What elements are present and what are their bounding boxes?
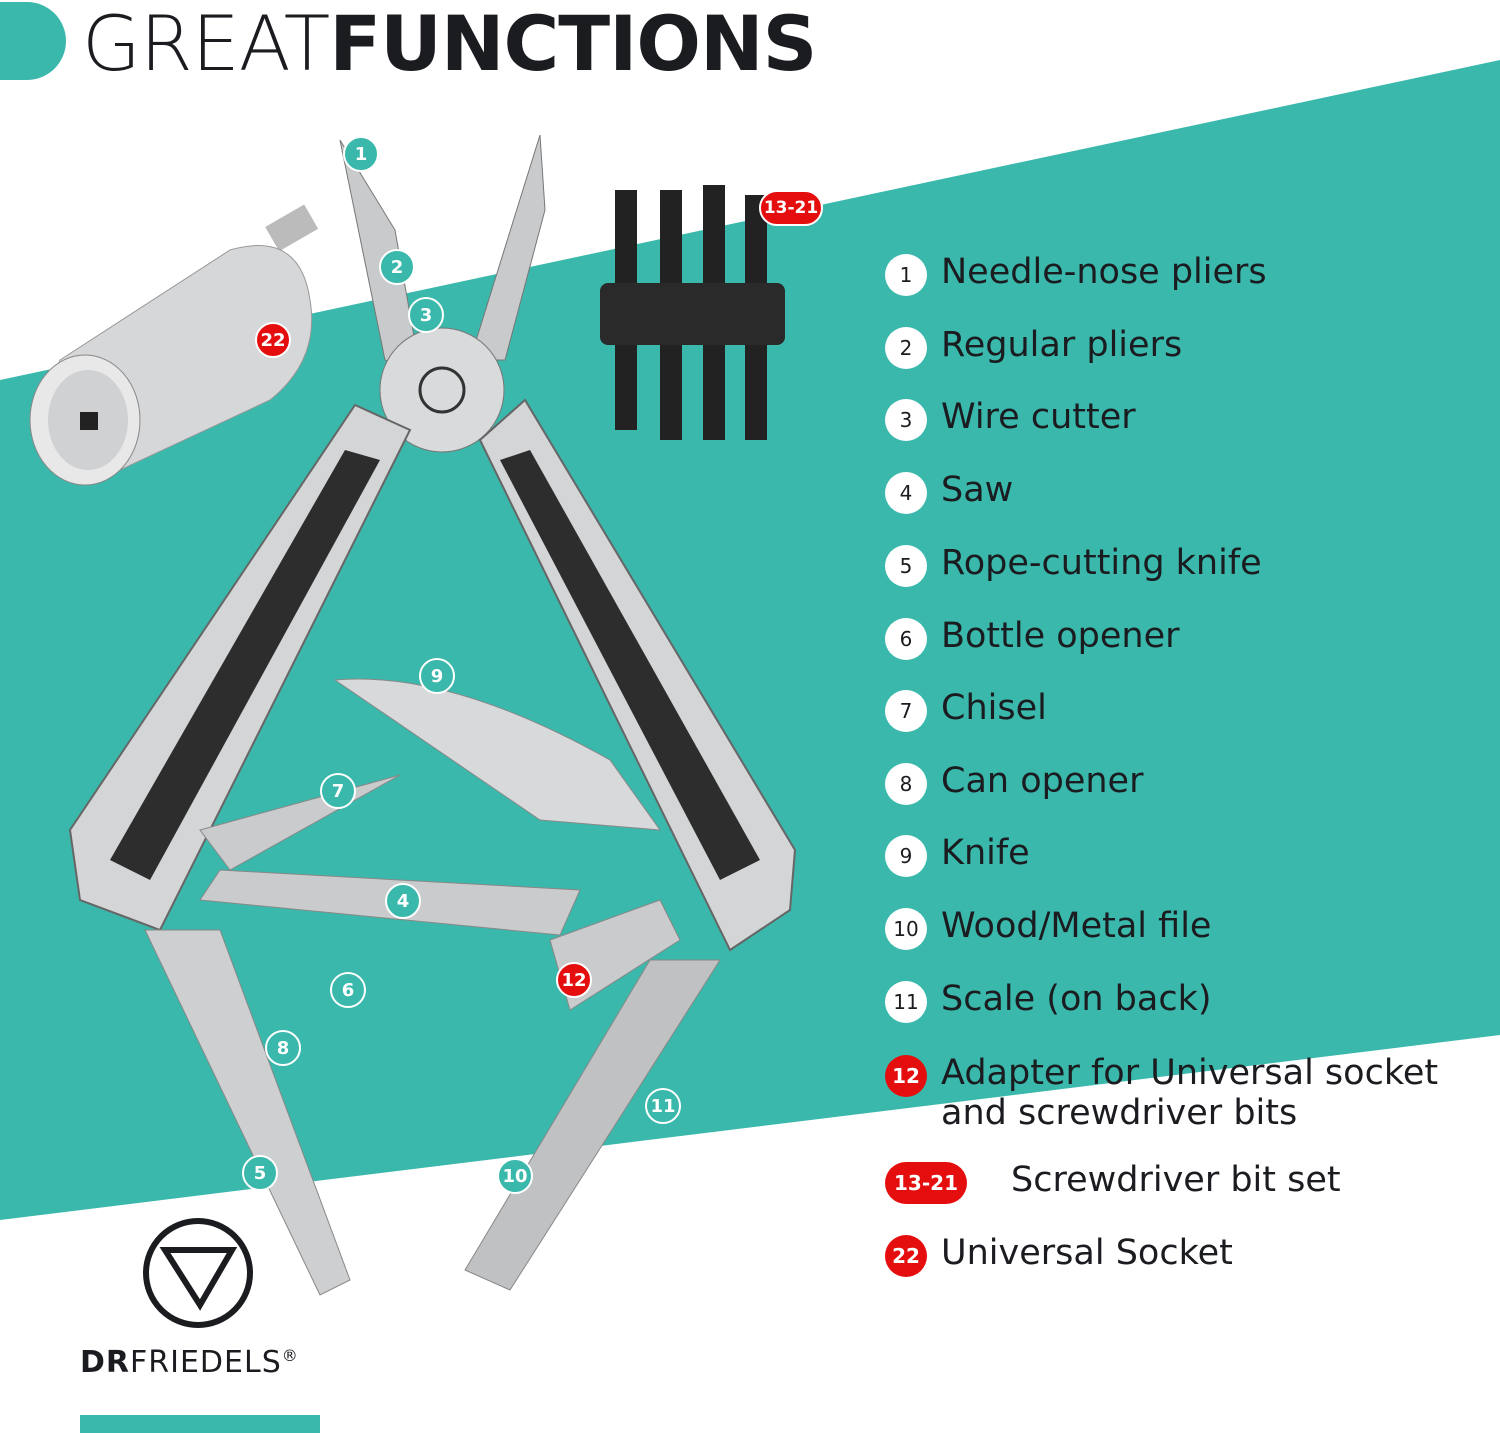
- header-accent-tab: [0, 2, 66, 80]
- brand-logo-mark: [143, 1218, 253, 1328]
- item-number: 10: [885, 908, 927, 950]
- item-label: Saw: [941, 470, 1014, 510]
- item-number: 7: [885, 690, 927, 732]
- list-item: 4 Saw: [885, 470, 1013, 514]
- list-item: 22 Universal Socket: [885, 1233, 1233, 1277]
- item-label: Wire cutter: [941, 397, 1136, 437]
- list-item: 6 Bottle opener: [885, 616, 1180, 660]
- item-label: Screwdriver bit set: [1011, 1160, 1341, 1200]
- tool-badge: 6: [330, 972, 366, 1008]
- footer-accent-bar: [80, 1415, 320, 1433]
- item-number: 22: [885, 1235, 927, 1277]
- tool-badge: 8: [265, 1030, 301, 1066]
- item-number: 8: [885, 763, 927, 805]
- item-label: Can opener: [941, 761, 1144, 801]
- item-number: 13-21: [885, 1162, 967, 1204]
- item-label: Knife: [941, 833, 1030, 873]
- item-label: Needle-nose pliers: [941, 252, 1267, 292]
- tool-badge: 2: [379, 249, 415, 285]
- list-item: 11 Scale (on back): [885, 979, 1212, 1023]
- item-number: 12: [885, 1055, 927, 1097]
- list-item: 1 Needle-nose pliers: [885, 252, 1267, 296]
- item-number: 11: [885, 981, 927, 1023]
- tool-badge: 9: [419, 658, 455, 694]
- tool-badge: 1: [343, 136, 379, 172]
- item-number: 2: [885, 327, 927, 369]
- item-number: 9: [885, 835, 927, 877]
- tool-badge: 11: [645, 1088, 681, 1124]
- bit-set-image: [600, 185, 785, 440]
- tool-badge: 10: [497, 1158, 533, 1194]
- list-item: 9 Knife: [885, 833, 1030, 877]
- item-label: Chisel: [941, 688, 1047, 728]
- item-label: Universal Socket: [941, 1233, 1233, 1273]
- page-title: GREATFUNCTIONS: [82, 0, 817, 88]
- item-label: Rope-cutting knife: [941, 543, 1262, 583]
- list-item: 10 Wood/Metal file: [885, 906, 1211, 950]
- item-number: 5: [885, 545, 927, 587]
- tool-badge: 5: [242, 1155, 278, 1191]
- item-number: 1: [885, 254, 927, 296]
- brand-wordmark: DRFRIEDELS®: [80, 1345, 299, 1380]
- list-item: 3 Wire cutter: [885, 397, 1136, 441]
- item-number: 4: [885, 472, 927, 514]
- tool-badge: 7: [320, 773, 356, 809]
- item-label: Wood/Metal file: [941, 906, 1212, 946]
- tool-badge: 12: [556, 962, 592, 998]
- list-item: 5 Rope-cutting knife: [885, 543, 1262, 587]
- item-label: Regular pliers: [941, 325, 1183, 365]
- tool-badge: 13-21: [759, 190, 823, 226]
- list-item: 7 Chisel: [885, 688, 1047, 732]
- item-label: Scale (on back): [941, 979, 1212, 1019]
- tool-badge: 3: [408, 297, 444, 333]
- list-item: 2 Regular pliers: [885, 325, 1182, 369]
- item-number: 3: [885, 399, 927, 441]
- list-item: 13-21 Screwdriver bit set: [885, 1160, 1341, 1204]
- tool-badge: 4: [385, 883, 421, 919]
- universal-socket-image: [29, 204, 319, 486]
- item-number: 6: [885, 618, 927, 660]
- teal-diagonal-band: [0, 60, 1500, 1220]
- tool-badge: 22: [255, 322, 291, 358]
- item-label: Bottle opener: [941, 616, 1180, 656]
- list-item: 8 Can opener: [885, 761, 1143, 805]
